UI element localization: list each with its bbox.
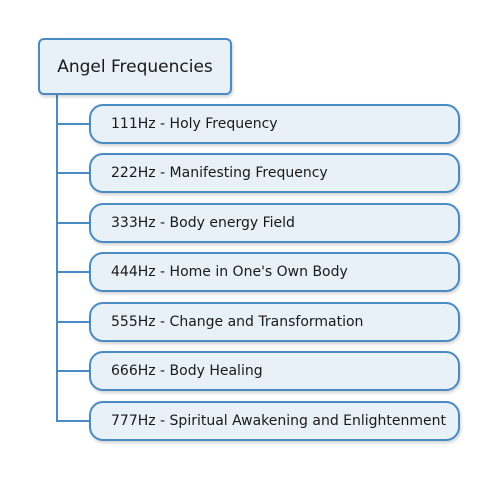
child-node-555hz: 555Hz - Change and Transformation bbox=[89, 302, 460, 342]
connector-branch bbox=[56, 420, 90, 422]
connector-branch bbox=[56, 123, 90, 125]
connector-branch bbox=[56, 321, 90, 323]
child-node-666hz: 666Hz - Body Healing bbox=[89, 351, 460, 391]
child-node-333hz: 333Hz - Body energy Field bbox=[89, 203, 460, 243]
child-node-222hz: 222Hz - Manifesting Frequency bbox=[89, 153, 460, 193]
connector-branch bbox=[56, 222, 90, 224]
root-node-angel-frequencies: Angel Frequencies bbox=[38, 38, 232, 95]
child-node-777hz: 777Hz - Spiritual Awakening and Enlighte… bbox=[89, 401, 460, 441]
connector-branch bbox=[56, 172, 90, 174]
connector-trunk bbox=[56, 95, 58, 422]
connector-branch bbox=[56, 271, 90, 273]
child-node-444hz: 444Hz - Home in One's Own Body bbox=[89, 252, 460, 292]
connector-branch bbox=[56, 370, 90, 372]
child-node-111hz: 111Hz - Holy Frequency bbox=[89, 104, 460, 144]
